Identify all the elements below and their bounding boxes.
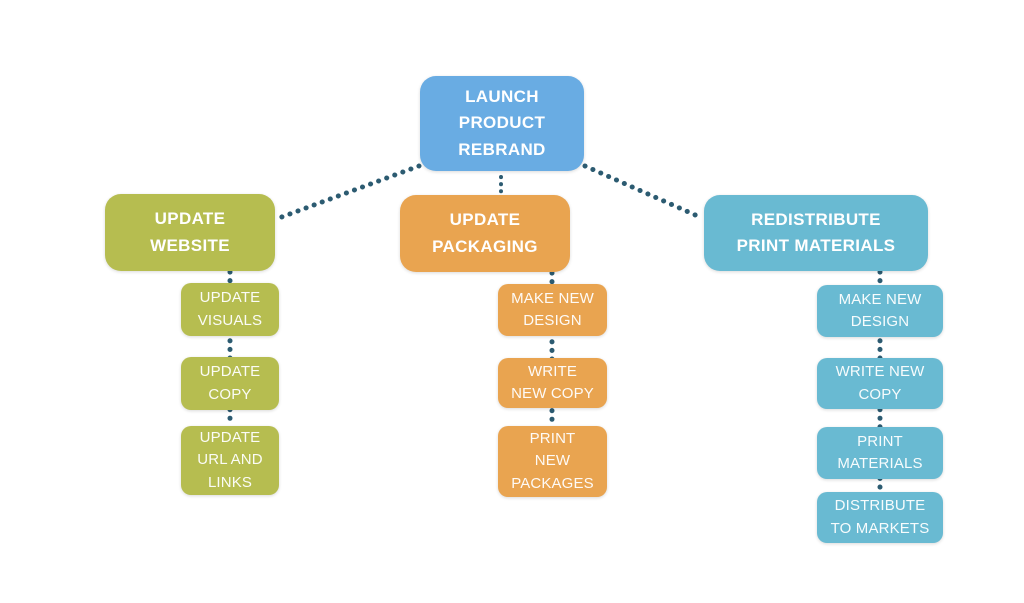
node-label: DISTRIBUTE TO MARKETS xyxy=(830,497,930,537)
connector-root-to-print-materials xyxy=(582,163,705,221)
connector-root-to-website xyxy=(276,163,422,221)
node-label: REDISTRIBUTE PRINT MATERIALS xyxy=(736,209,896,255)
node-update-visuals: UPDATE VISUALS xyxy=(181,283,279,336)
node-update-packaging: UPDATE PACKAGING xyxy=(400,195,570,272)
node-launch-product-rebrand: LAUNCH PRODUCT REBRAND xyxy=(420,76,584,171)
node-print-materials: PRINT MATERIALS xyxy=(817,427,943,479)
node-update-website: UPDATE WEBSITE xyxy=(105,194,275,271)
node-label: MAKE NEW DESIGN xyxy=(511,289,594,330)
node-make-new-design-packaging: MAKE NEW DESIGN xyxy=(498,284,607,336)
node-label: UPDATE VISUALS xyxy=(197,289,263,329)
node-label: WRITE NEW COPY xyxy=(511,362,594,403)
node-label: UPDATE COPY xyxy=(199,363,261,403)
node-label: UPDATE PACKAGING xyxy=(432,210,538,256)
node-redistribute-print-materials: REDISTRIBUTE PRINT MATERIALS xyxy=(704,195,928,271)
node-update-copy: UPDATE COPY xyxy=(181,357,279,410)
node-label: PRINT NEW PACKAGES xyxy=(511,429,594,492)
node-label: WRITE NEW COPY xyxy=(835,363,925,403)
node-write-new-copy-print: WRITE NEW COPY xyxy=(817,358,943,409)
node-make-new-design-print: MAKE NEW DESIGN xyxy=(817,285,943,337)
node-distribute-to-markets: DISTRIBUTE TO MARKETS xyxy=(817,492,943,543)
node-label: UPDATE WEBSITE xyxy=(150,209,230,255)
node-print-new-packages: PRINT NEW PACKAGES xyxy=(498,426,607,497)
node-update-url-and-links: UPDATE URL AND LINKS xyxy=(181,426,279,495)
node-label: LAUNCH PRODUCT REBRAND xyxy=(458,86,546,159)
node-label: UPDATE URL AND LINKS xyxy=(197,428,263,491)
node-write-new-copy-packaging: WRITE NEW COPY xyxy=(498,358,607,408)
node-label: PRINT MATERIALS xyxy=(837,432,923,473)
node-label: MAKE NEW DESIGN xyxy=(838,290,922,331)
